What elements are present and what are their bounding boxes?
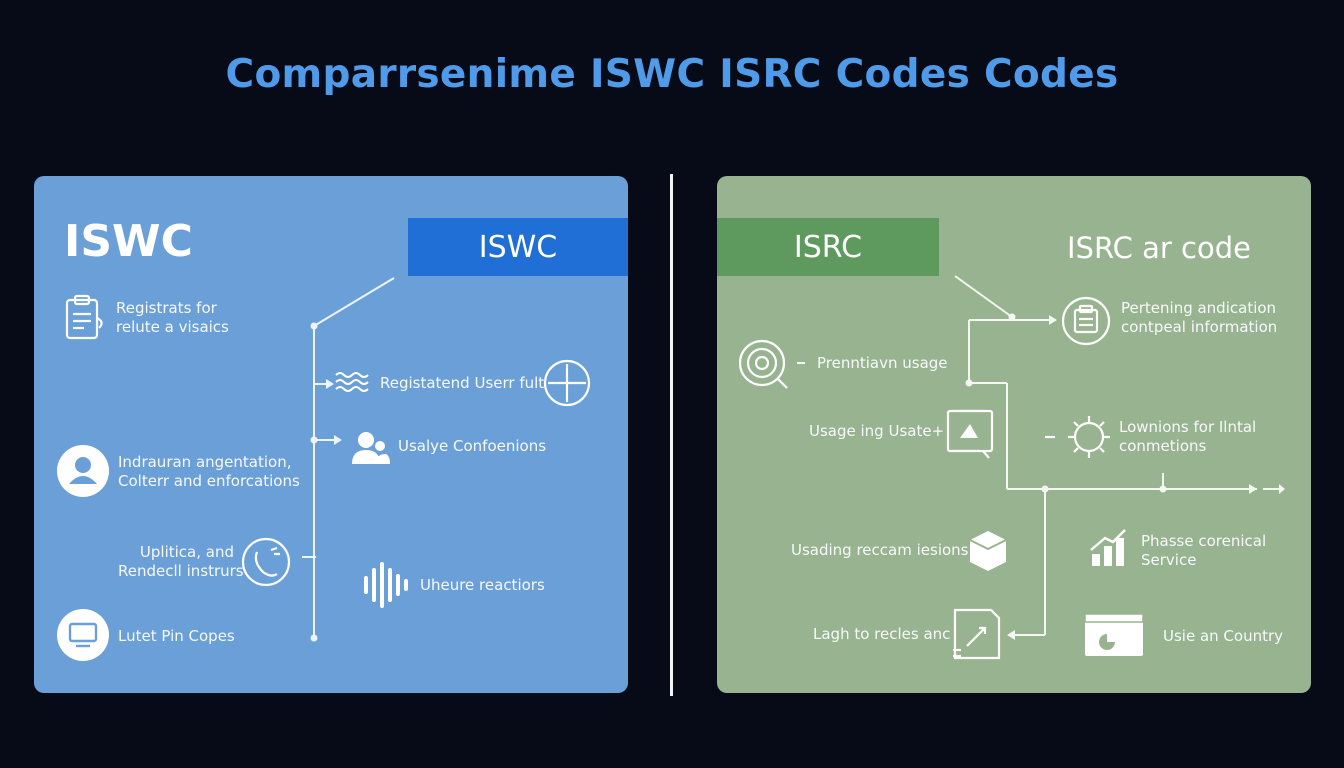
isrc-item-label: Prenntiavn usage: [817, 354, 948, 372]
isrc-banner: ISRC: [717, 218, 939, 276]
iswc-item-label: Uheure reactiors: [420, 576, 545, 594]
growth-chart-icon: [1089, 528, 1129, 572]
waves-icon: [334, 370, 370, 400]
iswc-connector-lines: [302, 277, 395, 642]
iswc-item-label: Registatend Userr fult: [380, 374, 545, 392]
page-title: Comparrsenime ISWC ISRC Codes Codes: [225, 52, 1119, 97]
play-card-icon: [945, 408, 997, 464]
iswc-banner: ISWC: [408, 218, 628, 276]
gear-icon: [1043, 412, 1113, 466]
isrc-item-label: Usage ing Usate+: [809, 422, 945, 440]
isrc-item-label: Usie an Country: [1163, 627, 1284, 645]
iswc-item-label: Usalye Confoenions: [398, 437, 547, 455]
iswc-heading: ISWC: [64, 216, 193, 267]
user-icon: [56, 444, 110, 502]
target-icon: [737, 338, 791, 396]
soundwave-icon: [362, 562, 410, 612]
isrc-item-label: Lagh to recles anc: [813, 625, 951, 643]
clipboard-icon: [64, 294, 108, 346]
isrc-item-label: Usading reccam iesions: [791, 541, 969, 559]
crosshair-icon: [542, 358, 592, 412]
isrc-connector-lines: [797, 275, 1285, 640]
panel-divider: [670, 174, 673, 696]
monitor-icon: [56, 608, 110, 666]
isrc-heading: ISRC ar code: [1067, 231, 1251, 265]
user-group-icon: [350, 428, 390, 470]
contract-icon: [1061, 296, 1111, 350]
document-icon: [949, 606, 1005, 666]
iswc-item-label: Lutet Pin Copes: [118, 627, 235, 645]
iswc-item-label: Indrauran angentation,Colterr and enforc…: [118, 453, 300, 490]
phone-icon: [240, 536, 292, 592]
box-icon: [967, 528, 1009, 578]
browser-window-icon: [1083, 612, 1145, 662]
